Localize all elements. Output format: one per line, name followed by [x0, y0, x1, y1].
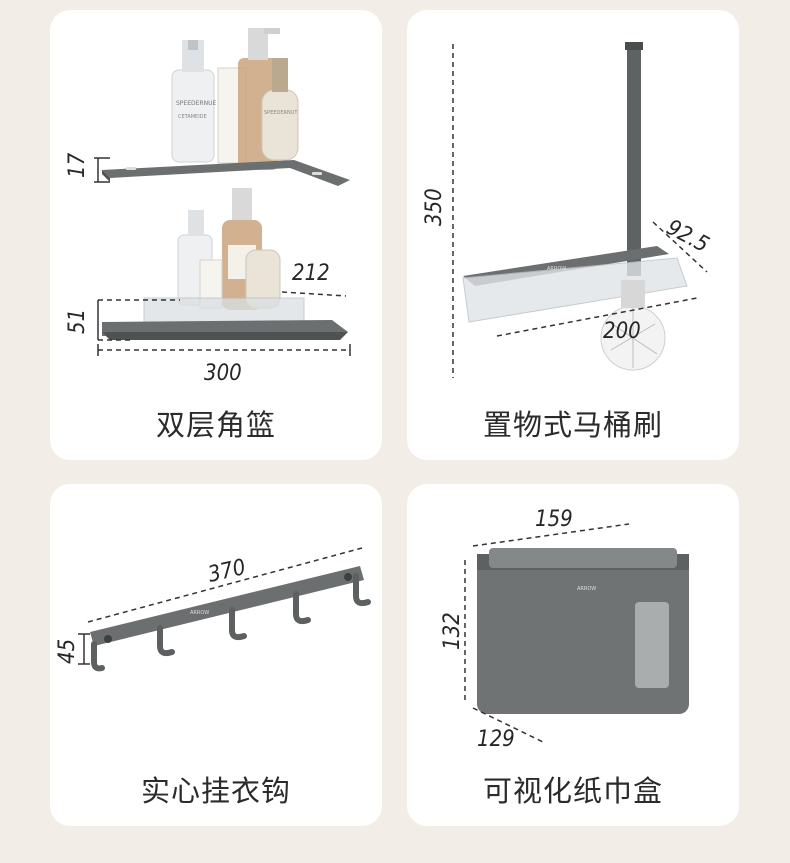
card-corner-basket: SPEEDERNUE CETAMEIDE SPEEDERNUT — [50, 10, 382, 460]
dim-bottom-shelf-height: 51 — [65, 309, 90, 334]
card-title-corner-basket: 双层角篮 — [155, 408, 276, 442]
tissue-box-illustration: ARROW 159 132 129 — [440, 507, 689, 752]
top-shelf — [102, 160, 350, 186]
bottom-shelf-bottles — [177, 188, 281, 310]
card-title-clothes-hook: 实心挂衣钩 — [140, 774, 291, 808]
bottle-label-2: CETAMEIDE — [178, 114, 207, 120]
top-shelf-bottles: SPEEDERNUE CETAMEIDE SPEEDERNUT — [171, 28, 299, 170]
hook-brand-mark: ARROW — [190, 610, 209, 616]
dim-depth: 212 — [292, 261, 330, 286]
bottle-label-1: SPEEDERNUE — [176, 100, 216, 107]
card-clothes-hook: ARROW 370 45 实心挂衣钩 — [50, 484, 382, 826]
brush-head — [600, 280, 666, 371]
dim-length: 370 — [206, 555, 248, 588]
card-tissue-box: ARROW 159 132 129 可视化纸巾盒 — [407, 484, 739, 826]
bottom-shelf — [102, 297, 348, 340]
card-title-toilet-brush: 置物式马桶刷 — [482, 408, 663, 442]
card-toilet-brush: ARROW 350 92.5 200 置物式马桶刷 — [407, 10, 739, 460]
brush-pole — [627, 46, 641, 276]
brush-brand-mark: ARROW — [547, 266, 566, 272]
card-title-tissue-box: 可视化纸巾盒 — [482, 774, 663, 808]
dim-height: 132 — [440, 612, 465, 650]
dimension-lines — [452, 44, 708, 378]
dim-depth: 92.5 — [662, 215, 713, 258]
dim-depth: 129 — [477, 727, 515, 752]
dim-height: 350 — [422, 188, 447, 226]
dim-top-shelf-height: 17 — [65, 152, 90, 178]
clothes-hook-illustration: ARROW 370 45 — [55, 547, 371, 672]
hooks — [91, 573, 371, 672]
dimension-lines — [94, 157, 351, 356]
tissue-window — [635, 602, 669, 688]
dim-height: 45 — [55, 639, 80, 664]
tissue-brand-mark: ARROW — [577, 586, 596, 592]
dim-width: 200 — [603, 319, 641, 344]
acrylic-tray — [462, 257, 688, 323]
bottle-label-3: SPEEDERNUT — [264, 110, 298, 116]
corner-basket-illustration: SPEEDERNUE CETAMEIDE SPEEDERNUT — [65, 28, 351, 386]
toilet-brush-illustration: ARROW 350 92.5 200 — [422, 42, 713, 378]
dim-width: 300 — [204, 361, 242, 386]
dim-width: 159 — [535, 507, 573, 532]
